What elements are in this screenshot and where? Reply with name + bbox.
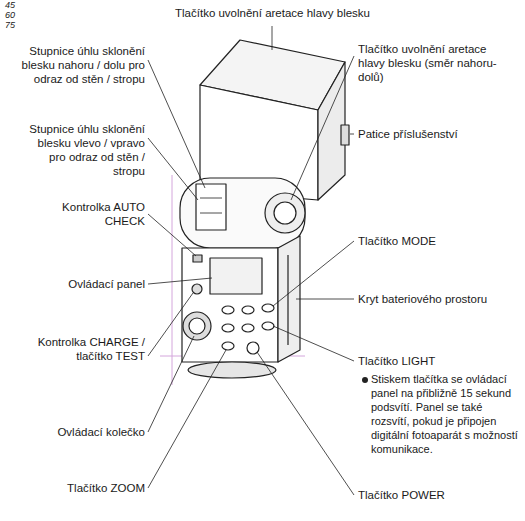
callout-label: Tlačítko uvolnění aretace hlavy blesku (…: [358, 42, 508, 84]
flash-unit: [180, 40, 349, 378]
callout-label: Kryt bateriového prostoru: [358, 292, 518, 306]
bullet: [362, 377, 368, 383]
callout-label: Ovládací kolečko: [18, 425, 145, 439]
callout-label: Ovládací panel: [18, 277, 145, 291]
callout-label: Tlačítko POWER: [358, 488, 518, 502]
leader-lines: [148, 26, 354, 495]
scale-number: 60: [0, 10, 20, 20]
scale-number: 45: [0, 0, 20, 10]
scale-lines: [200, 198, 222, 213]
callout-label: Patice příslušenství: [358, 127, 518, 141]
callout-label: Kontrolka CHARGE / tlačítko TEST: [18, 335, 145, 363]
callout-label: Tlačítko MODE: [358, 234, 518, 248]
callout-label: Tlačítko LIGHT: [358, 354, 518, 368]
callout-label: Stupnice úhlu sklonění blesku nahoru / d…: [18, 44, 145, 86]
callout-label: Tlačítko ZOOM: [18, 481, 145, 495]
callout-label: Stupnice úhlu sklonění blesku vlevo / vp…: [18, 122, 145, 178]
guide-lines: [160, 175, 305, 385]
note-text: Stiskem tlačítka se ovládací panel na př…: [371, 372, 519, 456]
scale-number: 75: [0, 20, 20, 30]
callout-label: Kontrolka AUTO CHECK: [38, 200, 145, 228]
callout-label: Tlačítko uvolnění aretace hlavy blesku: [150, 6, 395, 20]
